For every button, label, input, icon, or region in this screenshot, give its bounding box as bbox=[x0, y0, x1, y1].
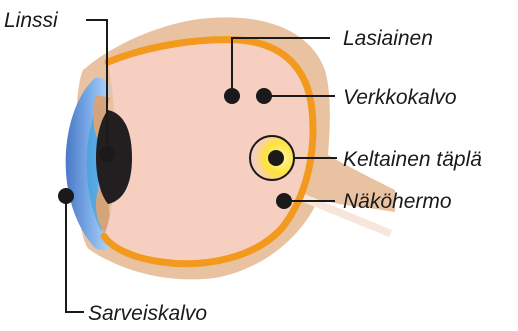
label-macula: Keltainen täplä bbox=[343, 148, 482, 171]
label-retina: Verkkokalvo bbox=[343, 86, 457, 109]
macula-dot bbox=[268, 150, 284, 166]
label-cornea: Sarveiskalvo bbox=[88, 302, 207, 325]
cornea-dot bbox=[58, 188, 74, 204]
optic-nerve-dot bbox=[276, 193, 292, 209]
lens-dot bbox=[99, 146, 115, 162]
retina-dot bbox=[256, 88, 272, 104]
label-lens: Linssi bbox=[4, 9, 59, 32]
vitreous-dot bbox=[224, 88, 240, 104]
label-vitreous: Lasiainen bbox=[343, 27, 433, 50]
label-optic-nerve: Näköhermo bbox=[343, 190, 452, 213]
